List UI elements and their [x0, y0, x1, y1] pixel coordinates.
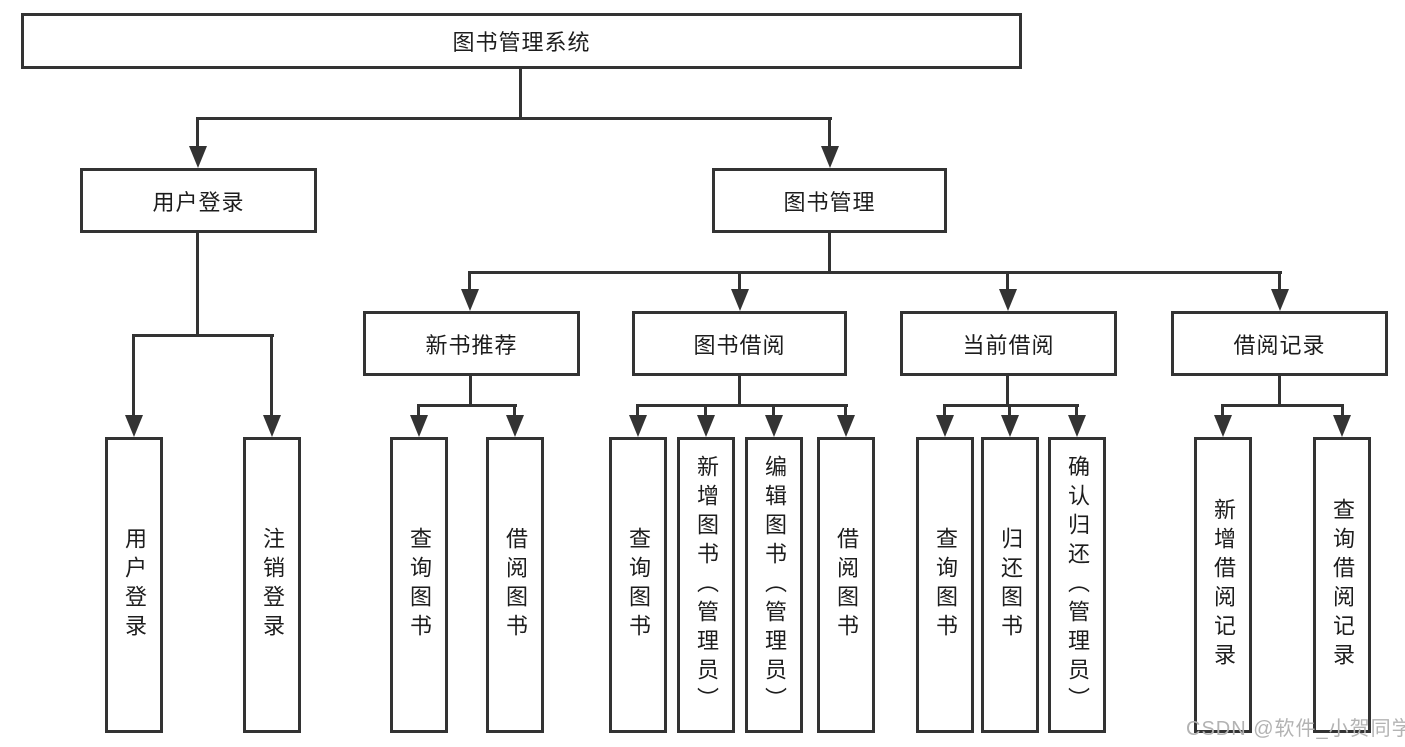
leaf-label: 归还图书	[998, 527, 1023, 643]
connector-line	[469, 376, 472, 407]
arrow-down-icon	[837, 415, 855, 437]
connector-line	[196, 117, 199, 149]
arrow-down-icon	[1001, 415, 1019, 437]
arrow-down-icon	[1068, 415, 1086, 437]
leaf-return-book: 归还图书	[981, 437, 1039, 733]
connector-line	[1008, 404, 1011, 418]
connector-line	[513, 404, 516, 418]
arrow-down-icon	[731, 289, 749, 311]
connector-line	[943, 404, 1079, 407]
node-label: 图书借阅	[693, 332, 786, 358]
node-borrow-records: 借阅记录	[1171, 311, 1388, 376]
connector-line	[1006, 271, 1009, 293]
leaf-label: 查询图书	[626, 527, 651, 643]
arrow-down-icon	[629, 415, 647, 437]
arrow-down-icon	[765, 415, 783, 437]
leaf-label: 用户登录	[122, 527, 147, 643]
connector-line	[196, 233, 199, 337]
leaf-confirm-return-admin: 确认归还（管理员）	[1048, 437, 1106, 733]
connector-line	[1221, 404, 1344, 407]
connector-line	[417, 404, 517, 407]
arrow-down-icon	[936, 415, 954, 437]
connector-line	[772, 404, 775, 418]
connector-line	[132, 334, 135, 418]
leaf-query-borrow-record: 查询借阅记录	[1313, 437, 1371, 733]
arrow-down-icon	[125, 415, 143, 437]
connector-line	[828, 233, 831, 274]
connector-line	[132, 334, 274, 337]
arrow-down-icon	[263, 415, 281, 437]
node-label: 新书推荐	[425, 332, 518, 358]
connector-line	[844, 404, 847, 418]
leaf-add-book-admin: 新增图书（管理员）	[677, 437, 735, 733]
connector-line	[738, 376, 741, 407]
arrow-down-icon	[506, 415, 524, 437]
leaf-query-books-recommend: 查询图书	[390, 437, 448, 733]
connector-line	[519, 69, 522, 120]
leaf-add-borrow-record: 新增借阅记录	[1194, 437, 1252, 733]
leaf-query-books-current: 查询图书	[916, 437, 974, 733]
node-root: 图书管理系统	[21, 13, 1022, 69]
connector-line	[468, 271, 1282, 274]
connector-line	[1221, 404, 1224, 418]
leaf-label: 借阅图书	[834, 527, 859, 643]
leaf-label: 查询图书	[407, 527, 432, 643]
leaf-label: 编辑图书（管理员）	[762, 454, 787, 716]
leaf-borrow-books-recommend: 借阅图书	[486, 437, 544, 733]
arrow-down-icon	[1214, 415, 1232, 437]
leaf-borrow-books: 借阅图书	[817, 437, 875, 733]
arrow-down-icon	[189, 146, 207, 168]
node-label: 当前借阅	[962, 332, 1055, 358]
node-new-book-recommend: 新书推荐	[363, 311, 580, 376]
node-book-management: 图书管理	[712, 168, 947, 233]
connector-line	[943, 404, 946, 418]
connector-line	[828, 117, 831, 149]
node-label: 用户登录	[152, 189, 245, 215]
node-root-label: 图书管理系统	[452, 30, 591, 55]
leaf-query-books-borrow: 查询图书	[609, 437, 667, 733]
leaf-label: 查询借阅记录	[1330, 498, 1355, 672]
node-book-borrow: 图书借阅	[632, 311, 847, 376]
node-user-login: 用户登录	[80, 168, 317, 233]
connector-line	[1075, 404, 1078, 418]
node-current-borrow: 当前借阅	[900, 311, 1117, 376]
connector-line	[738, 271, 741, 293]
connector-line	[417, 404, 420, 418]
leaf-label: 查询图书	[933, 527, 958, 643]
leaf-label: 借阅图书	[503, 527, 528, 643]
connector-line	[1278, 376, 1281, 407]
connector-line	[1278, 271, 1281, 293]
connector-line	[636, 404, 848, 407]
leaf-label: 新增借阅记录	[1211, 498, 1236, 672]
leaf-label: 新增图书（管理员）	[694, 454, 719, 716]
arrow-down-icon	[821, 146, 839, 168]
arrow-down-icon	[410, 415, 428, 437]
node-label: 借阅记录	[1233, 332, 1326, 358]
connector-line	[196, 117, 832, 120]
arrow-down-icon	[697, 415, 715, 437]
connector-line	[468, 271, 471, 293]
leaf-label: 注销登录	[260, 527, 285, 643]
connector-line	[1341, 404, 1344, 418]
arrow-down-icon	[1271, 289, 1289, 311]
connector-line	[704, 404, 707, 418]
node-label: 图书管理	[783, 189, 876, 215]
leaf-logout: 注销登录	[243, 437, 301, 733]
leaf-edit-book-admin: 编辑图书（管理员）	[745, 437, 803, 733]
arrow-down-icon	[1333, 415, 1351, 437]
arrow-down-icon	[999, 289, 1017, 311]
connector-line	[270, 334, 273, 418]
connector-line	[1006, 376, 1009, 407]
watermark: CSDN @软件_小贺同学	[1186, 718, 1405, 740]
connector-line	[636, 404, 639, 418]
arrow-down-icon	[461, 289, 479, 311]
leaf-user-login: 用户登录	[105, 437, 163, 733]
leaf-label: 确认归还（管理员）	[1065, 454, 1090, 716]
